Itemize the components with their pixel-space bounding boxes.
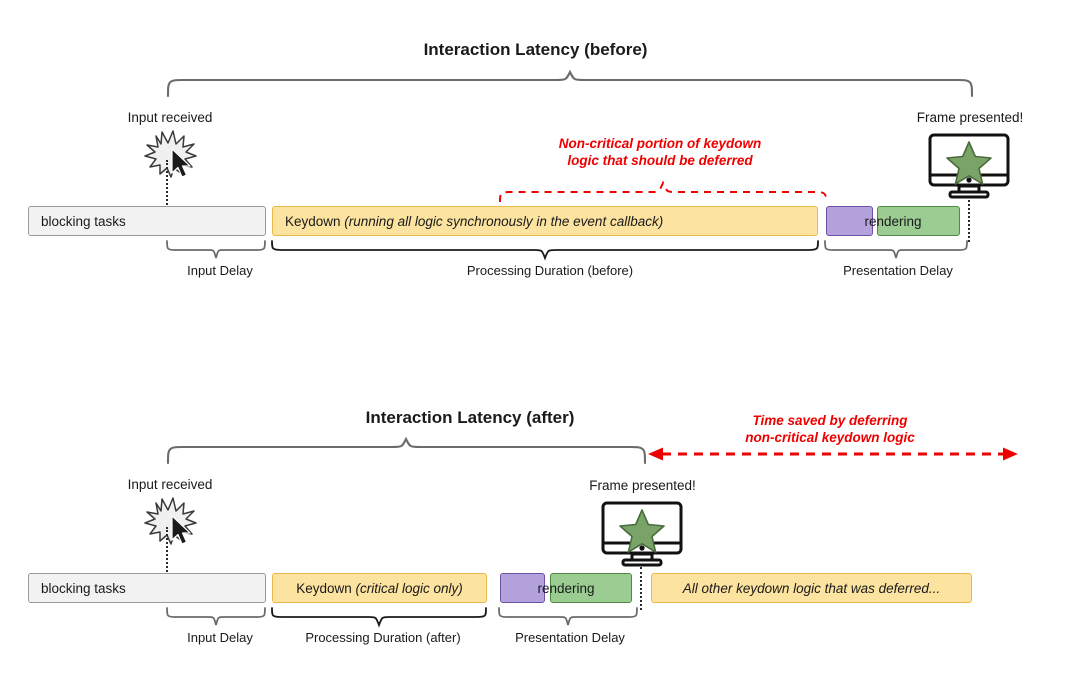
bar-label-prefix: Keydown	[285, 213, 345, 229]
star-icon	[946, 141, 992, 185]
star-icon	[619, 509, 665, 553]
input-delay-brace-after	[164, 607, 272, 629]
bar-label-italic: (critical logic only)	[355, 580, 463, 596]
bar-label: blocking tasks	[41, 213, 126, 229]
input-received-caption-after: Input received	[127, 477, 213, 492]
bar-label: rendering	[537, 580, 595, 596]
latency-span-brace-before	[160, 69, 980, 98]
presentation-delay-brace-before	[822, 240, 974, 262]
monitor-icon	[598, 501, 686, 569]
time-saved-arrow	[646, 444, 1022, 464]
guideline-input-before	[166, 160, 168, 208]
non-critical-dashed-brace	[496, 178, 830, 204]
bar-keydown-before[interactable]: Keydown (running all logic synchronously…	[272, 206, 818, 236]
guideline-input-after	[166, 527, 168, 575]
bar-label: Keydown (running all logic synchronously…	[273, 214, 663, 229]
presentation-delay-brace-after	[496, 607, 644, 629]
brace-label-processing-before: Processing Duration (before)	[466, 263, 634, 278]
annotation-line-2: non-critical keydown logic	[745, 429, 915, 445]
bar-keydown-after[interactable]: Keydown (critical logic only)	[272, 573, 487, 603]
brace-label-presentation-after: Presentation Delay	[515, 630, 625, 645]
input-delay-brace-before	[164, 240, 272, 262]
brace-label-input-delay-after: Input Delay	[187, 630, 253, 645]
bar-deferred-keydown-after[interactable]: All other keydown logic that was deferre…	[651, 573, 972, 603]
bar-rendering-label-after: rendering	[500, 573, 632, 603]
monitor-icon	[925, 133, 1013, 201]
annotation-line-2: logic that should be deferred	[567, 152, 753, 168]
bar-label: Keydown (critical logic only)	[273, 581, 486, 596]
non-critical-annotation-before: Non-critical portion of keydown logic th…	[460, 136, 860, 170]
bar-label: rendering	[864, 213, 922, 229]
latency-span-brace-after	[160, 436, 660, 465]
page-title-before: Interaction Latency (before)	[423, 40, 648, 59]
frame-presented-caption-before: Frame presented!	[916, 110, 1024, 125]
annotation-line-1: Non-critical portion of keydown	[558, 136, 762, 151]
brace-label-processing-after: Processing Duration (after)	[305, 630, 461, 645]
brace-label-presentation-before: Presentation Delay	[843, 263, 953, 278]
bar-rendering-green-before[interactable]	[877, 206, 960, 236]
bar-rendering-purple-after[interactable]	[500, 573, 545, 603]
bar-blocking-tasks-after[interactable]: blocking tasks	[28, 573, 266, 603]
page-title-after: Interaction Latency (after)	[365, 408, 575, 427]
bar-label-prefix: Keydown	[296, 580, 356, 596]
frame-presented-caption-after: Frame presented!	[589, 478, 696, 493]
bar-rendering-green-after[interactable]	[550, 573, 632, 603]
guideline-frame-before	[968, 200, 970, 242]
bar-rendering-purple-before[interactable]	[826, 206, 873, 236]
annotation-line-1: Time saved by deferring	[752, 413, 908, 428]
bar-label: All other keydown logic that was deferre…	[682, 580, 941, 596]
input-received-caption-before: Input received	[127, 110, 213, 125]
processing-duration-brace-before	[269, 240, 825, 262]
guideline-frame-after	[640, 567, 642, 610]
brace-label-input-delay-before: Input Delay	[187, 263, 253, 278]
bar-label: blocking tasks	[41, 580, 126, 596]
mouse-cursor-icon	[170, 515, 194, 547]
bar-blocking-tasks-before[interactable]: blocking tasks	[28, 206, 266, 236]
bar-label-italic: (running all logic synchronously in the …	[344, 213, 664, 229]
bar-rendering-label-before: rendering	[826, 206, 960, 236]
time-saved-annotation-after: Time saved by deferring non-critical key…	[630, 413, 1030, 447]
processing-duration-brace-after	[269, 607, 495, 629]
mouse-cursor-icon	[170, 148, 194, 180]
